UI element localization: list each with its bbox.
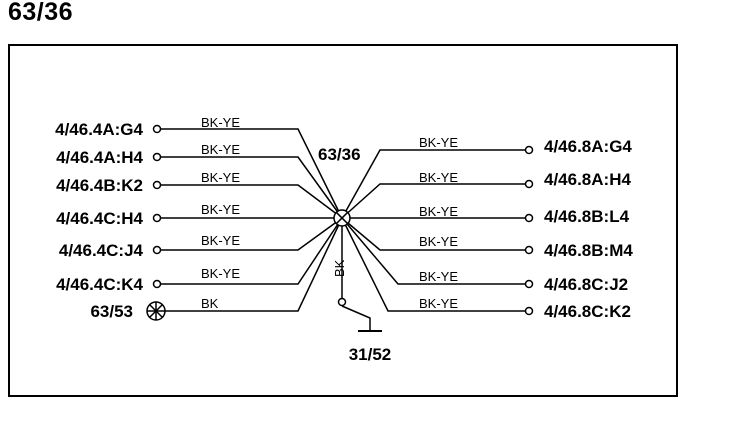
terminal-icon — [152, 152, 162, 162]
wire-color-label: BK-YE — [201, 202, 240, 217]
left-connector-label: 4/46.4A:H4 — [56, 148, 143, 167]
terminal-icon — [524, 179, 534, 189]
wire-right-4 — [341, 217, 525, 251]
wire-color-label: BK-YE — [419, 234, 458, 249]
terminal-icon — [152, 279, 162, 289]
left-connector-label: 4/46.4C:H4 — [56, 209, 143, 228]
terminal-icon — [152, 245, 162, 255]
wire-color-label: BK-YE — [419, 170, 458, 185]
terminal-icon — [152, 213, 162, 223]
terminal-icon — [152, 180, 162, 190]
splice-label: 63/36 — [318, 145, 361, 164]
wire-left-2 — [161, 156, 343, 219]
wire-color-label: BK-YE — [419, 204, 458, 219]
lamp-symbol-icon — [146, 301, 166, 321]
wire-left-7 — [165, 217, 343, 312]
right-connector-label: 4/46.8A:G4 — [544, 137, 632, 156]
right-connector-label: 4/46.8C:J2 — [544, 275, 628, 294]
wire-right-5 — [341, 217, 525, 285]
wire-color-label: BK-YE — [201, 233, 240, 248]
terminal-icon — [524, 306, 534, 316]
ground-label: 31/52 — [349, 345, 392, 364]
left-connector-label: 4/46.4B:K2 — [56, 176, 143, 195]
wire-right-2 — [341, 183, 525, 219]
terminal-icon — [524, 213, 534, 223]
left-connector-label: 4/46.4C:J4 — [59, 241, 144, 260]
wire-right-6 — [341, 217, 525, 312]
wire-color-label: BK-YE — [201, 142, 240, 157]
wire-color-label: BK-YE — [201, 115, 240, 130]
ground-lead — [341, 305, 371, 330]
left-connector-label: 4/46.4C:K4 — [56, 275, 143, 294]
wire-left-3 — [161, 184, 343, 219]
diagram-frame — [8, 44, 678, 397]
wire-color-label: BK-YE — [419, 296, 458, 311]
terminal-icon — [524, 279, 534, 289]
right-connector-label: 4/46.8C:K2 — [544, 302, 631, 321]
terminal-icon — [524, 145, 534, 155]
wire-color-label: BK-YE — [419, 135, 458, 150]
splice-point-icon — [333, 209, 351, 227]
page-title: 63/36 — [8, 0, 74, 26]
left-connector-label: 63/53 — [90, 302, 133, 321]
right-connector-label: 4/46.8A:H4 — [544, 170, 631, 189]
left-connector-label: 4/46.4A:G4 — [55, 120, 143, 139]
wire-color-label: BK — [332, 259, 347, 277]
wire-left-1 — [161, 128, 343, 219]
wire-right-1 — [341, 149, 525, 219]
terminal-icon — [524, 245, 534, 255]
right-connector-label: 4/46.8B:M4 — [544, 241, 633, 260]
wire-left-6 — [161, 217, 343, 285]
right-connector-label: 4/46.8B:L4 — [544, 207, 630, 226]
wire-color-label: BK-YE — [419, 269, 458, 284]
wire-color-label: BK-YE — [201, 170, 240, 185]
wire-left-5 — [161, 217, 343, 251]
wire-color-label: BK — [201, 296, 219, 311]
wire-color-label: BK-YE — [201, 266, 240, 281]
terminal-icon — [337, 297, 347, 307]
terminal-icon — [152, 124, 162, 134]
